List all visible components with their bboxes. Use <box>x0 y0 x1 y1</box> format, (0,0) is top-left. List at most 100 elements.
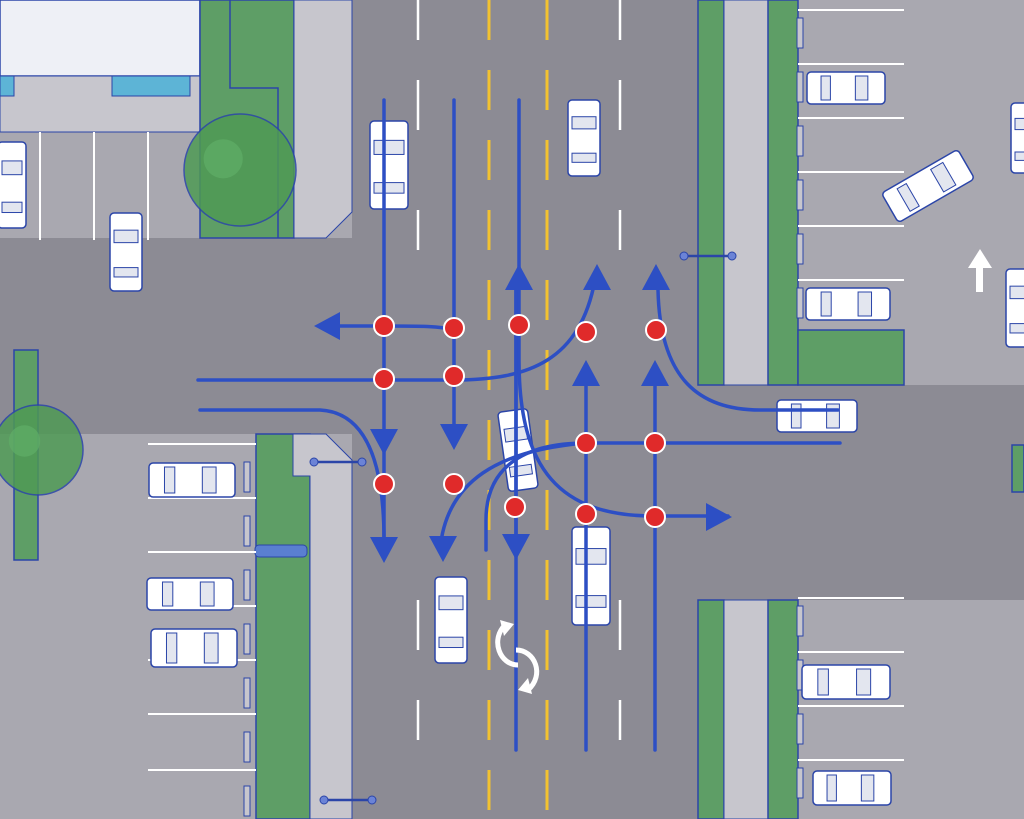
car-windshield <box>201 466 217 494</box>
car-body <box>369 120 409 210</box>
car-sb-lane1 <box>369 120 409 210</box>
wheel-stop <box>243 785 251 817</box>
east-approach <box>698 385 1024 600</box>
parked-car-edge <box>1005 268 1024 348</box>
car-body <box>776 399 858 433</box>
car-windshield <box>929 161 957 193</box>
car-rear-window <box>896 182 920 213</box>
conflict-point <box>575 432 597 454</box>
car-body <box>805 287 891 321</box>
lane-markings-layer <box>39 0 904 819</box>
awning-left <box>0 75 15 97</box>
conflict-point <box>644 432 666 454</box>
u-turn-head-1 <box>500 620 514 636</box>
car-rear-window <box>165 632 178 664</box>
car-windshield <box>826 403 840 429</box>
arrowhead-south-4 <box>429 536 457 562</box>
car-rear-window <box>790 403 802 429</box>
car-body <box>571 526 611 626</box>
car-rear-window <box>161 581 174 607</box>
conflict-point <box>508 314 530 336</box>
car-rear-window <box>1009 323 1024 334</box>
wheel-stop <box>243 731 251 763</box>
car-body <box>0 141 27 229</box>
grass-median-se <box>767 599 799 819</box>
scooter-wheel <box>309 457 319 467</box>
sidewalk-se <box>723 599 769 819</box>
car-windshield <box>113 229 139 244</box>
wheel-stop <box>243 623 251 655</box>
truck-nb <box>571 526 611 626</box>
car-windshield <box>1014 117 1024 131</box>
bench <box>254 544 308 558</box>
wheel-stop <box>796 713 804 745</box>
wheel-stop <box>796 125 804 157</box>
conflict-point <box>644 506 666 528</box>
car-sb-lane3 <box>567 99 601 177</box>
objects-layer <box>0 71 1024 806</box>
car-body <box>1010 102 1024 174</box>
parked-car-sw3 <box>150 628 238 668</box>
conflict-point <box>645 319 667 341</box>
tree-nw <box>183 113 297 227</box>
parked-car-sw2 <box>146 577 234 611</box>
car-eb-approach <box>776 399 858 433</box>
conflict-point <box>373 473 395 495</box>
arrowhead-south-2 <box>440 424 468 450</box>
car-windshield <box>856 668 872 696</box>
car-body <box>150 628 238 668</box>
grass-strip-se <box>697 599 725 819</box>
grass-island-ne <box>797 329 905 386</box>
car-windshield <box>854 75 869 101</box>
arrowhead-north-4 <box>572 360 600 386</box>
scooter-icon <box>679 251 737 261</box>
sidewalk-nw <box>293 0 353 239</box>
parked-car-nw1 <box>0 141 27 229</box>
car-sb-lower <box>434 576 468 664</box>
wheel-stop <box>796 287 804 319</box>
car-rear-window <box>113 267 139 278</box>
conflict-point <box>373 368 395 390</box>
car-windshield <box>571 116 597 130</box>
parked-car-ne2 <box>805 287 891 321</box>
u-turn-head-2 <box>518 678 532 694</box>
arrowhead-south-3 <box>370 537 398 563</box>
scooter-icon <box>319 795 377 805</box>
scooter-wheel <box>367 795 377 805</box>
arrow-shaft <box>976 266 983 292</box>
scooter-icon <box>309 457 367 467</box>
car-body <box>434 576 468 664</box>
car-windshield <box>860 774 875 802</box>
wheel-stop <box>243 677 251 709</box>
path-sb-left-turn <box>517 98 730 518</box>
u-turn-arc-1 <box>495 623 519 668</box>
tree-highlight <box>203 139 243 179</box>
car-body <box>148 462 236 498</box>
car-body <box>146 577 234 611</box>
wheel-stop <box>243 569 251 601</box>
awning-right <box>111 75 191 97</box>
car-rear-window <box>438 636 464 649</box>
grass-median-ne <box>767 0 799 386</box>
car-body <box>109 212 143 292</box>
sidewalk-ne <box>723 0 769 386</box>
car-windshield <box>199 581 215 607</box>
arrowhead-north-2 <box>583 264 611 290</box>
car-body <box>806 71 886 105</box>
wheel-stop <box>796 767 804 799</box>
wheel-stop <box>796 179 804 211</box>
symbols-layer <box>495 249 992 694</box>
car-windshield <box>438 595 464 611</box>
conflict-point <box>575 503 597 525</box>
car-windshield <box>373 139 405 155</box>
grass-strip-sw <box>255 433 311 819</box>
wheel-stop <box>243 515 251 547</box>
conflict-point <box>443 317 465 339</box>
car-body <box>567 99 601 177</box>
car-rear-window <box>817 668 829 696</box>
arrowhead-north-1 <box>505 264 533 290</box>
car-rear-window <box>571 152 597 163</box>
car-rear-window <box>575 595 607 608</box>
grass-edge-e <box>1011 444 1024 493</box>
